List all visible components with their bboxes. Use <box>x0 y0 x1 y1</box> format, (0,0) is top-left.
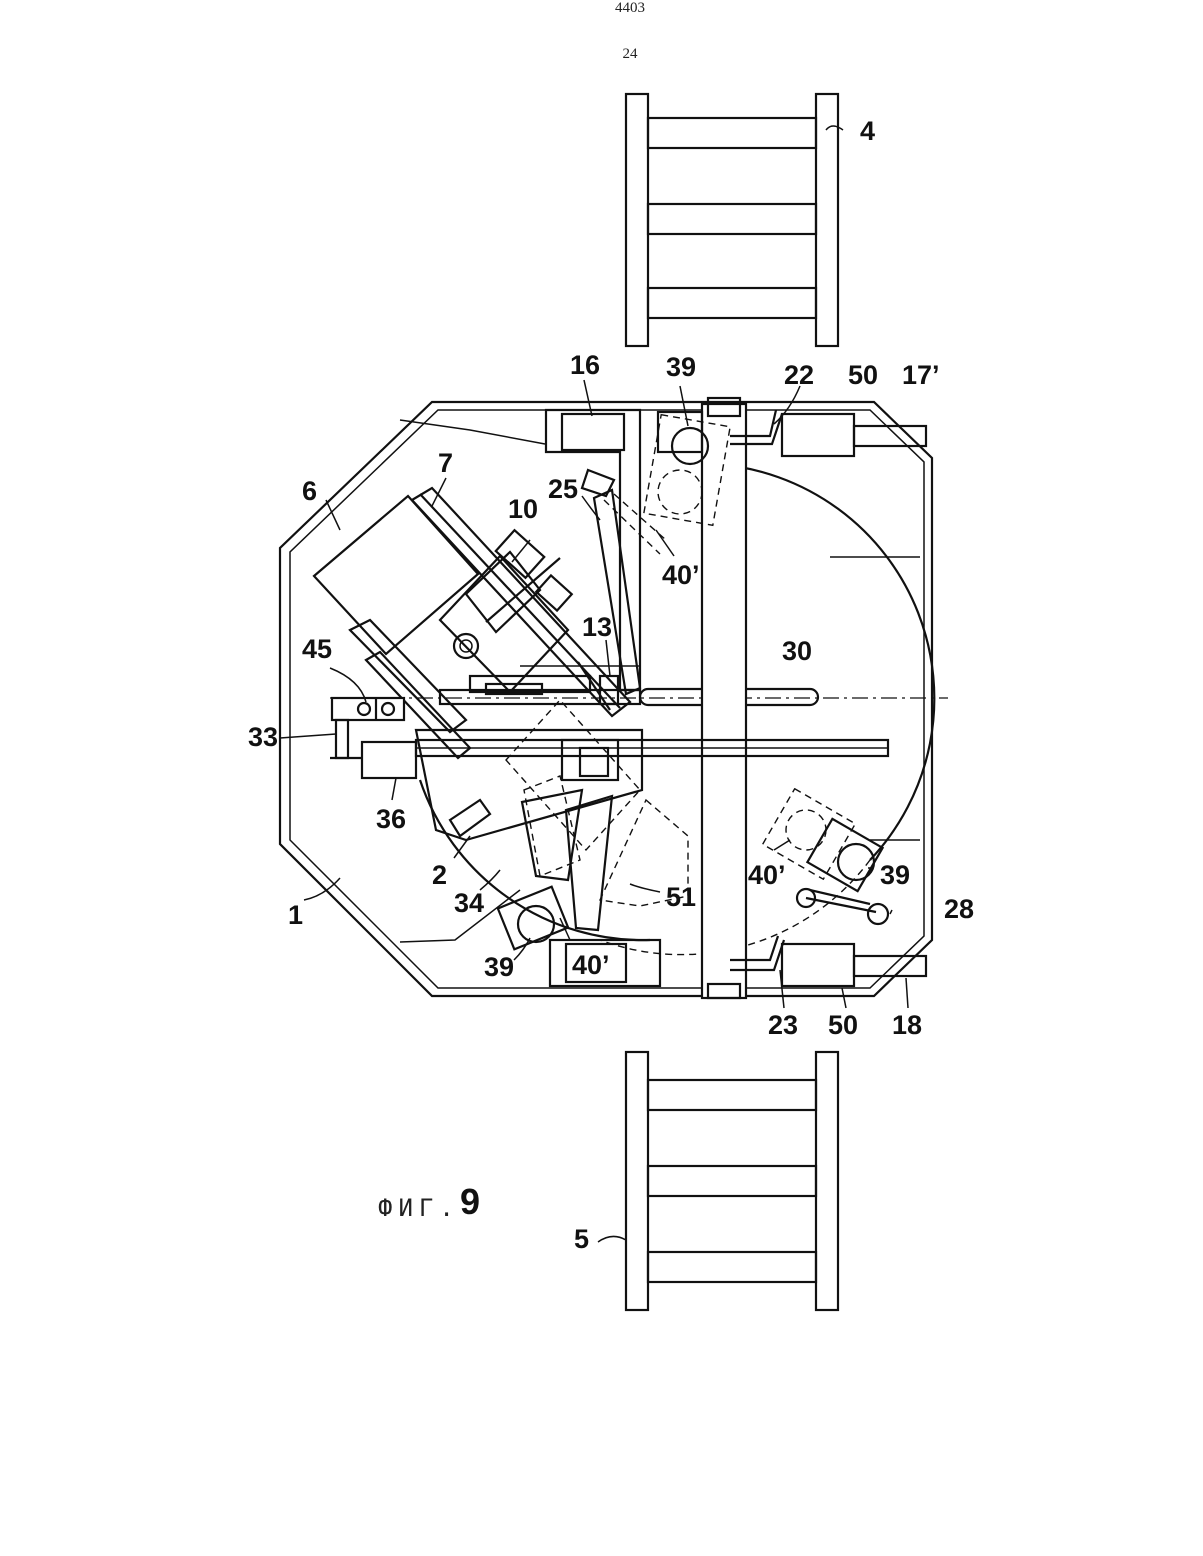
label-23: 23 <box>768 1010 798 1040</box>
carriage-top <box>644 410 926 525</box>
label-13: 13 <box>582 612 612 642</box>
label-18: 18 <box>892 1010 922 1040</box>
label-39-right: 39 <box>880 860 910 890</box>
label-17-prime: 17’ <box>902 360 940 390</box>
label-50-bottom: 50 <box>828 1010 858 1040</box>
caption-prefix: ФИГ. <box>378 1194 460 1222</box>
gripper-right <box>763 789 888 924</box>
label-28: 28 <box>944 894 974 924</box>
label-40-prime-bottom: 40’ <box>572 950 610 980</box>
label-22: 22 <box>784 360 814 390</box>
slide-13 <box>440 662 640 710</box>
label-39-top: 39 <box>666 352 696 382</box>
conveyor-4 <box>626 94 838 346</box>
label-2: 2 <box>432 860 447 890</box>
label-16: 16 <box>570 350 600 380</box>
label-50-top: 50 <box>848 360 878 390</box>
label-36: 36 <box>376 804 406 834</box>
label-6: 6 <box>302 476 317 506</box>
vertical-beam <box>702 398 746 998</box>
caption-number: 9 <box>460 1181 480 1222</box>
carriage-bottom <box>730 936 926 986</box>
label-45: 45 <box>302 634 332 664</box>
label-40-prime-top: 40’ <box>662 560 700 590</box>
label-1: 1 <box>288 900 303 930</box>
figure-caption: ФИГ. 9 <box>378 1181 480 1222</box>
label-39-bottom: 39 <box>484 952 514 982</box>
label-40-prime-right: 40’ <box>748 860 786 890</box>
label-30: 30 <box>782 636 812 666</box>
label-10: 10 <box>508 494 538 524</box>
bar-25 <box>582 470 666 694</box>
label-4: 4 <box>860 116 875 146</box>
label-7: 7 <box>438 448 453 478</box>
bracket-16 <box>546 410 640 690</box>
label-5: 5 <box>574 1224 589 1254</box>
label-25: 25 <box>548 474 578 504</box>
label-34: 34 <box>454 888 484 918</box>
leader-lines <box>280 126 908 1242</box>
label-33: 33 <box>248 722 278 752</box>
label-51: 51 <box>666 882 696 912</box>
conveyor-5 <box>626 1052 838 1310</box>
